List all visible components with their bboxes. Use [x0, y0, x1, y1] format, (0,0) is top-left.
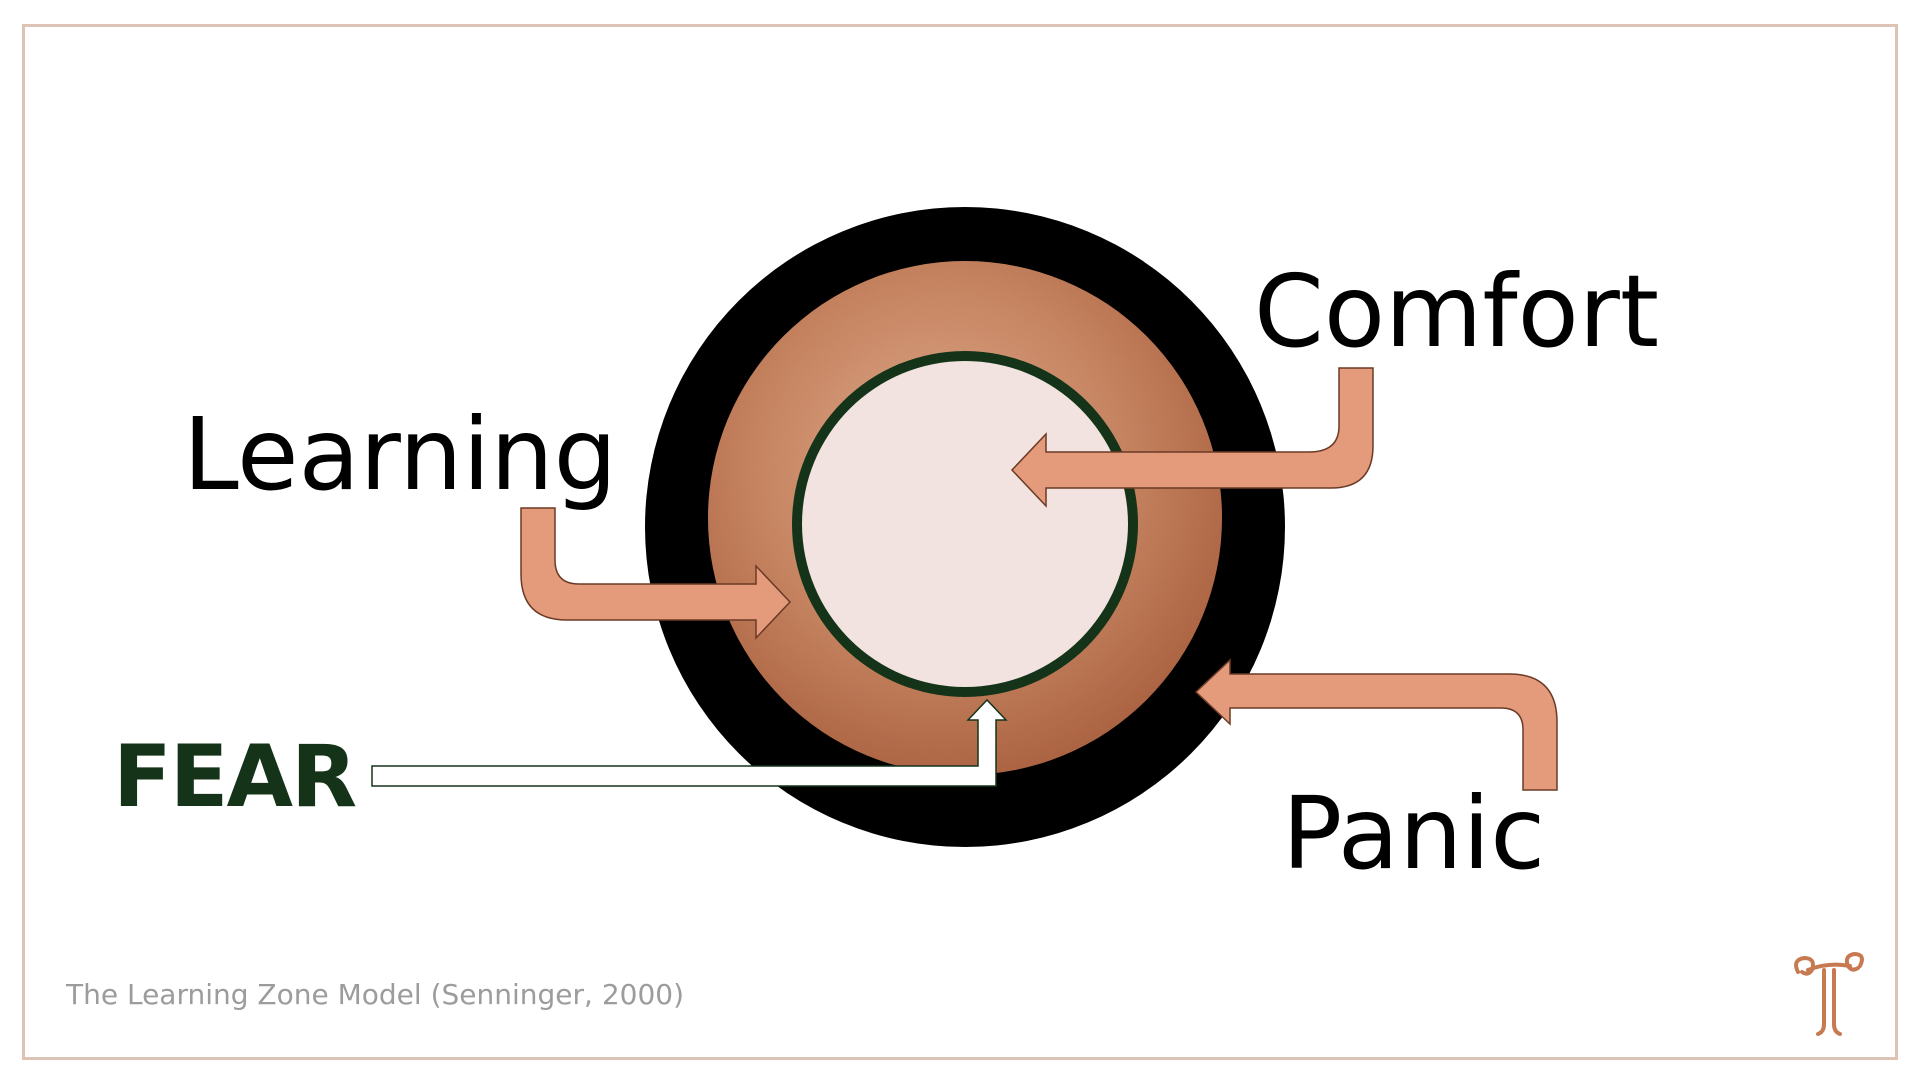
decorative-column-logo-icon — [1794, 951, 1864, 1036]
fear-label: FEAR — [113, 727, 357, 827]
diagram-caption: The Learning Zone Model (Senninger, 2000… — [66, 978, 685, 1011]
fear-arrow — [371, 698, 1008, 787]
panic-zone-label: Panic — [1282, 775, 1546, 892]
comfort-arrow — [1010, 367, 1374, 508]
learning-zone-label: Learning — [183, 396, 618, 513]
learning-arrow — [520, 507, 792, 640]
comfort-zone — [802, 361, 1128, 687]
comfort-zone-label: Comfort — [1254, 253, 1660, 370]
panic-arrow — [1194, 658, 1558, 791]
slide-frame — [22, 24, 1898, 1060]
